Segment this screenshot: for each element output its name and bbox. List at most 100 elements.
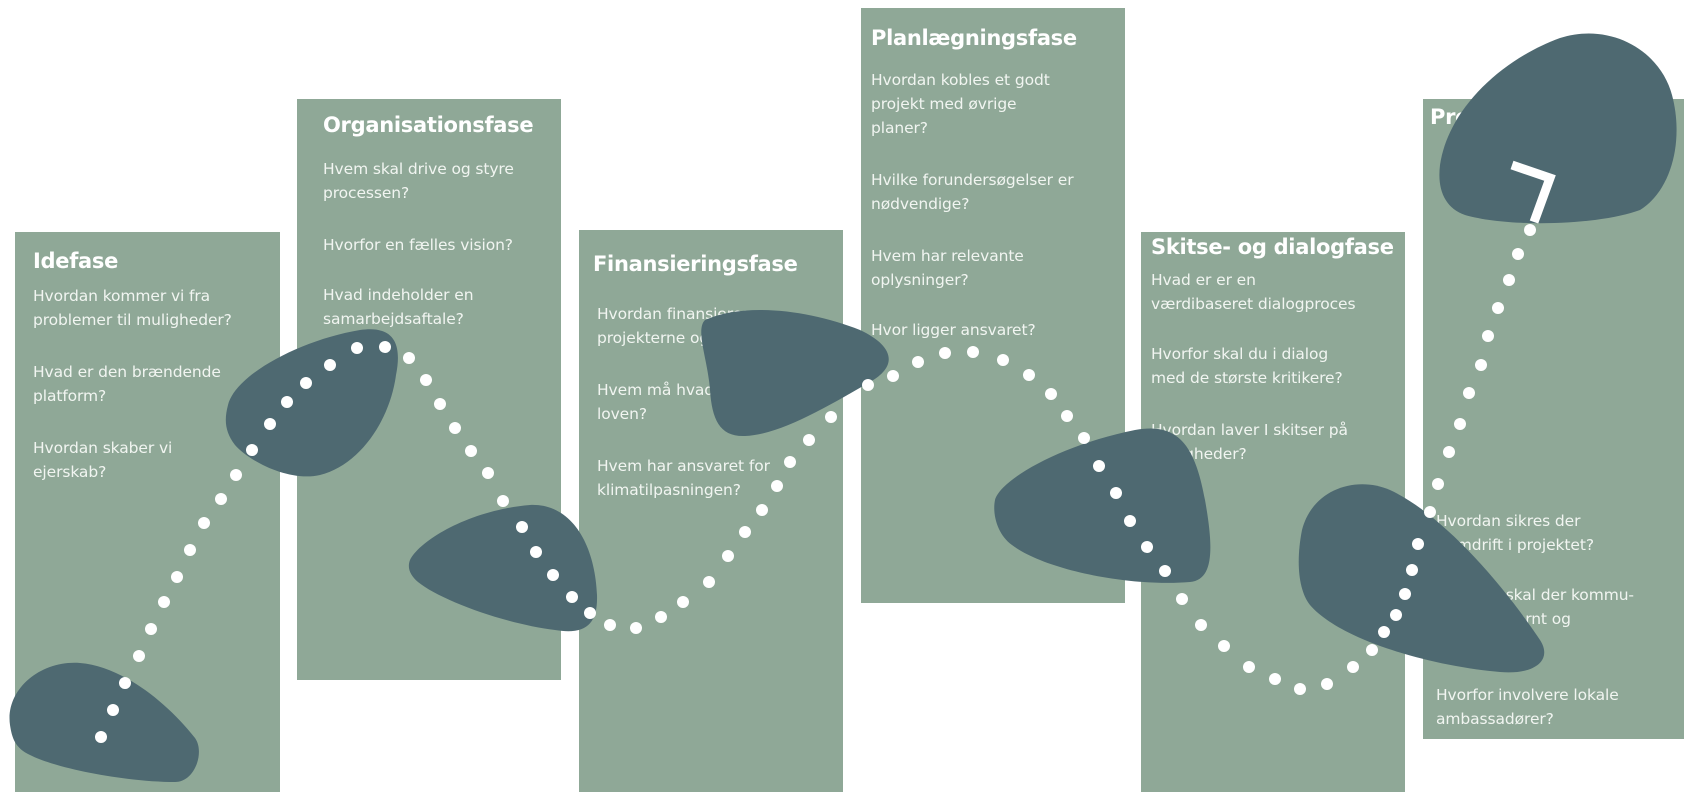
- stepping-stone-blob: [225, 329, 398, 477]
- phase-question: Hvem har relevante oplysninger?: [871, 247, 1024, 289]
- path-dot: [1378, 626, 1390, 638]
- path-dot: [133, 650, 145, 662]
- path-dot: [912, 356, 924, 368]
- path-dot: [379, 341, 391, 353]
- phase-question: Hvordan kommer vi fra problemer til muli…: [33, 287, 232, 329]
- path-dot: [403, 352, 415, 364]
- path-dot: [1443, 446, 1455, 458]
- phase-title: Skitse- og dialogfase: [1151, 235, 1394, 259]
- path-dot: [264, 418, 276, 430]
- path-dot: [351, 342, 363, 354]
- path-dot: [300, 377, 312, 389]
- phase-title: Finansieringsfase: [593, 252, 798, 276]
- path-dot: [1218, 640, 1230, 652]
- path-dot: [1078, 432, 1090, 444]
- path-dot: [803, 434, 815, 446]
- path-dot: [584, 607, 596, 619]
- path-dot: [862, 379, 874, 391]
- stepping-stone-blob: [408, 504, 598, 632]
- phase-title: Idefase: [33, 249, 119, 273]
- path-dot: [756, 504, 768, 516]
- path-dot: [547, 569, 559, 581]
- path-dot: [1321, 678, 1333, 690]
- path-dot: [324, 359, 336, 371]
- path-dot: [482, 467, 494, 479]
- path-dot: [198, 517, 210, 529]
- path-dot: [566, 591, 578, 603]
- path-dot: [516, 521, 528, 533]
- path-dot: [784, 456, 796, 468]
- path-dot: [281, 396, 293, 408]
- path-dot: [1366, 644, 1378, 656]
- path-dot: [1124, 515, 1136, 527]
- path-dot: [845, 394, 857, 406]
- path-dot: [184, 544, 196, 556]
- stepping-stone-blob: [994, 428, 1211, 583]
- path-dot: [1159, 565, 1171, 577]
- path-dot: [1463, 387, 1475, 399]
- path-dot: [1454, 418, 1466, 430]
- phase-title: Organisationsfase: [323, 113, 534, 137]
- path-dot: [465, 445, 477, 457]
- path-dot: [420, 374, 432, 386]
- path-dot: [1390, 609, 1402, 621]
- path-dot: [95, 731, 107, 743]
- phase-question: Hvad indeholder en samarbejdsaftale?: [323, 286, 474, 328]
- path-dot: [1023, 369, 1035, 381]
- path-dot: [530, 546, 542, 558]
- path-dot: [1412, 538, 1424, 550]
- stepping-stone-blob: [1439, 33, 1677, 224]
- path-dot: [119, 677, 131, 689]
- stepping-stone-blob: [9, 662, 199, 782]
- path-dot: [677, 596, 689, 608]
- phase-question: Hvordan kobles et godt projekt med øvrig…: [871, 71, 1050, 137]
- path-dot: [771, 480, 783, 492]
- phase-question: Hvor ligger ansvaret?: [871, 321, 1036, 339]
- dotted-path: [95, 224, 1536, 743]
- phase-question: Hvad er den brændende platform?: [33, 363, 221, 405]
- path-dot: [497, 495, 509, 507]
- path-dot: [145, 623, 157, 635]
- phase-question: Hvorfor en fælles vision?: [323, 236, 513, 254]
- stepping-stone-blob: [1298, 484, 1545, 673]
- path-dot: [604, 619, 616, 631]
- path-dot: [1492, 302, 1504, 314]
- phase-question: Hvordan skaber vi ejerskab?: [33, 439, 173, 481]
- stepping-stone-blob: [701, 309, 889, 437]
- path-dot: [434, 398, 446, 410]
- path-dot: [107, 704, 119, 716]
- path-dot: [1141, 541, 1153, 553]
- path-dot: [1110, 487, 1122, 499]
- path-dot: [1432, 478, 1444, 490]
- path-dot: [171, 571, 183, 583]
- path-dot: [215, 493, 227, 505]
- path-dot: [1176, 593, 1188, 605]
- path-dot: [1347, 661, 1359, 673]
- path-dot: [630, 622, 642, 634]
- path-dot: [1269, 673, 1281, 685]
- phase-question: Hvorfor involvere lokale ambassadører?: [1436, 686, 1619, 728]
- path-dot: [1093, 460, 1105, 472]
- path-dot: [1482, 330, 1494, 342]
- path-dot: [722, 550, 734, 562]
- path-dot: [1406, 564, 1418, 576]
- path-dot: [1294, 683, 1306, 695]
- path-dot: [1045, 388, 1057, 400]
- path-dot: [1524, 224, 1536, 236]
- path-dot: [246, 444, 258, 456]
- path-dot: [887, 370, 899, 382]
- path-dot: [655, 611, 667, 623]
- phase-question: Hvilke forundersøgelser er nødvendige?: [871, 171, 1074, 213]
- path-dot: [1503, 274, 1515, 286]
- path-dot: [1512, 248, 1524, 260]
- path-dot: [703, 576, 715, 588]
- path-dot: [1399, 588, 1411, 600]
- phase-question: Hvem skal drive og styre processen?: [323, 160, 514, 202]
- phase-question: Hvem har ansvaret for klimatilpasningen?: [597, 457, 770, 499]
- path-dot: [939, 347, 951, 359]
- arrow-icon: [1510, 160, 1556, 224]
- path-dot: [825, 411, 837, 423]
- path-dot: [739, 526, 751, 538]
